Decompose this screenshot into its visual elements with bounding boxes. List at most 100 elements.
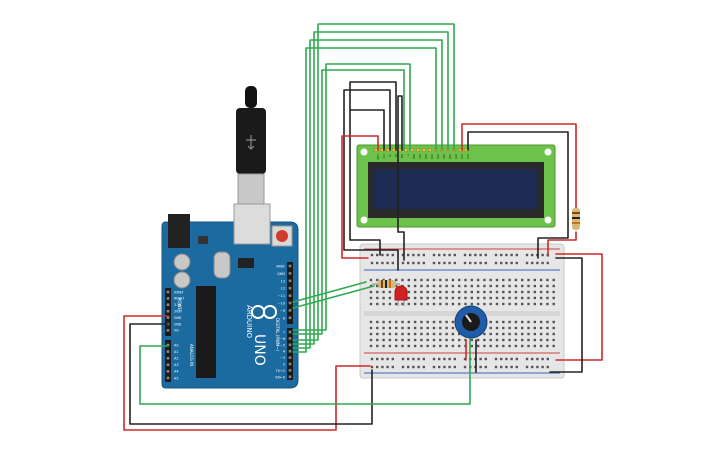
breadboard-hole[interactable] (426, 332, 429, 336)
breadboard-hole[interactable] (426, 278, 429, 282)
breadboard-hole[interactable] (413, 344, 417, 348)
breadboard-hole[interactable] (413, 326, 417, 330)
rail-hole[interactable] (531, 365, 534, 369)
wire-red[interactable] (123, 315, 371, 431)
rail-hole[interactable] (417, 253, 420, 257)
breadboard-hole[interactable] (521, 332, 524, 336)
breadboard-hole[interactable] (527, 302, 530, 306)
breadboard-hole[interactable] (508, 296, 511, 300)
rail-hole[interactable] (401, 357, 405, 361)
breadboard-hole[interactable] (413, 320, 417, 324)
breadboard-hole[interactable] (451, 326, 455, 330)
breadboard-hole[interactable] (369, 302, 373, 306)
breadboard-hole[interactable] (420, 326, 423, 330)
breadboard-hole[interactable] (502, 332, 505, 336)
breadboard-hole[interactable] (426, 326, 429, 330)
breadboard-hole[interactable] (369, 338, 373, 342)
breadboard-hole[interactable] (514, 296, 518, 300)
breadboard-hole[interactable] (420, 290, 423, 294)
breadboard-hole[interactable] (388, 296, 392, 300)
breadboard-hole[interactable] (533, 332, 536, 336)
rail-hole[interactable] (453, 253, 456, 257)
breadboard-hole[interactable] (369, 278, 373, 282)
breadboard-hole[interactable] (521, 302, 524, 306)
wire-green[interactable] (292, 31, 449, 345)
breadboard-hole[interactable] (451, 296, 455, 300)
breadboard-hole[interactable] (432, 332, 436, 336)
breadboard-hole[interactable] (376, 290, 379, 294)
rail-hole[interactable] (438, 253, 441, 257)
header-pin[interactable] (166, 297, 170, 300)
breadboard-hole[interactable] (388, 302, 392, 306)
breadboard-hole[interactable] (420, 278, 423, 282)
header-pin[interactable] (288, 309, 292, 312)
header-pin[interactable] (166, 356, 170, 360)
breadboard-hole[interactable] (483, 338, 486, 342)
breadboard-hole[interactable] (514, 278, 518, 282)
breadboard-hole[interactable] (489, 332, 492, 336)
breadboard-hole[interactable] (483, 290, 486, 294)
breadboard-hole[interactable] (388, 338, 392, 342)
header-pin[interactable] (288, 330, 292, 334)
breadboard-hole[interactable] (489, 278, 492, 282)
header-pin[interactable] (288, 264, 292, 268)
header-pin[interactable] (166, 363, 170, 367)
header-pin[interactable] (288, 316, 292, 320)
breadboard-hole[interactable] (426, 320, 429, 324)
rail-hole[interactable] (515, 365, 518, 369)
breadboard-hole[interactable] (401, 302, 404, 306)
resistor-backlight[interactable] (572, 208, 580, 230)
breadboard-hole[interactable] (470, 278, 473, 282)
breadboard-hole[interactable] (552, 302, 555, 306)
rail-hole[interactable] (448, 253, 451, 257)
breadboard-hole[interactable] (527, 320, 530, 324)
breadboard-hole[interactable] (451, 290, 455, 294)
wire-green[interactable] (292, 63, 411, 331)
rail-hole[interactable] (401, 253, 405, 257)
breadboard-hole[interactable] (445, 278, 448, 282)
breadboard-hole[interactable] (426, 302, 429, 306)
breadboard-hole[interactable] (376, 320, 379, 324)
wire-red[interactable] (547, 231, 577, 257)
breadboard-hole[interactable] (413, 278, 417, 282)
rail-hole[interactable] (494, 261, 498, 265)
breadboard-hole[interactable] (483, 302, 486, 306)
rail-hole[interactable] (432, 357, 436, 361)
breadboard-hole[interactable] (376, 296, 379, 300)
rail-hole[interactable] (484, 261, 487, 265)
breadboard-hole[interactable] (426, 338, 429, 342)
rail-hole[interactable] (463, 261, 467, 265)
breadboard-hole[interactable] (489, 290, 492, 294)
header-pin[interactable] (166, 350, 170, 353)
wire-black[interactable] (343, 89, 399, 271)
breadboard-hole[interactable] (508, 284, 511, 288)
breadboard-hole[interactable] (533, 338, 536, 342)
breadboard-hole[interactable] (502, 338, 505, 342)
breadboard-hole[interactable] (420, 296, 423, 300)
breadboard-hole[interactable] (382, 290, 385, 294)
breadboard-hole[interactable] (552, 290, 555, 294)
breadboard-hole[interactable] (432, 344, 436, 348)
breadboard-hole[interactable] (401, 320, 404, 324)
rail-hole[interactable] (541, 365, 544, 369)
rail-hole[interactable] (386, 253, 389, 257)
breadboard-hole[interactable] (395, 320, 398, 324)
breadboard-hole[interactable] (489, 302, 492, 306)
breadboard-hole[interactable] (420, 320, 423, 324)
breadboard-hole[interactable] (476, 344, 480, 348)
rail-hole[interactable] (484, 357, 487, 361)
breadboard-hole[interactable] (382, 332, 385, 336)
breadboard-hole[interactable] (432, 320, 436, 324)
wire-red[interactable] (461, 123, 577, 209)
lcd-pin[interactable] (427, 147, 433, 153)
rail-hole[interactable] (443, 357, 446, 361)
reset-button-cap[interactable] (276, 230, 288, 242)
breadboard-hole[interactable] (445, 284, 448, 288)
breadboard-hole[interactable] (432, 290, 436, 294)
header-pin[interactable] (288, 337, 292, 340)
breadboard-hole[interactable] (445, 326, 448, 330)
rail-hole[interactable] (370, 261, 374, 265)
breadboard-hole[interactable] (445, 296, 448, 300)
breadboard-hole[interactable] (439, 338, 442, 342)
arduino-uno[interactable]: ARDUINO UNO POWER ANALOG IN DIGITAL (PWM… (161, 203, 299, 389)
